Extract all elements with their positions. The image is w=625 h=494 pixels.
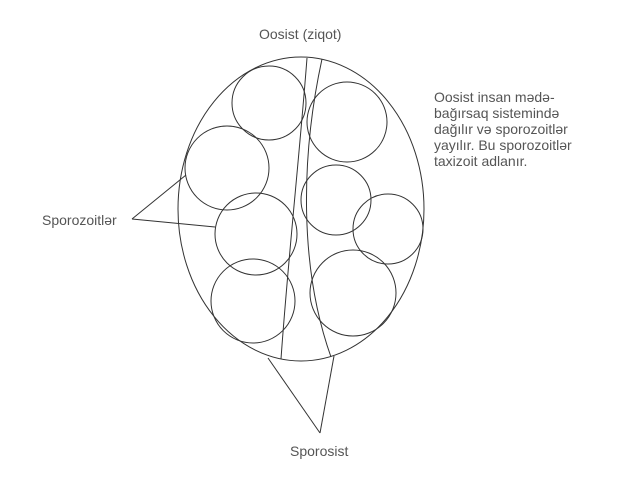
sporozoite-pointer [131,174,187,220]
sporozoite [184,125,270,211]
sporocyst-wall-right [305,58,332,358]
sporozoite [214,192,298,276]
description-note: Oosist insan mədə- bağırsaq sistemində d… [434,89,614,169]
sporocyst-label: Sporosist [290,443,349,459]
sporozoite [306,81,388,163]
sporocyst-wall-left [280,57,308,360]
oocyst-label: Oosist (ziqot) [259,26,342,42]
note-line: dağılır və sporozoitlər [434,121,568,137]
note-line: bağırsaq sistemində [434,105,560,121]
sporozoite [309,249,397,337]
note-line: yayılır. Bu sporozoitlər [434,137,572,153]
note-line: Oosist insan mədə- [434,89,555,105]
note-line: taxizoit adlanır. [434,153,528,169]
sporozoites-label: Sporozoitlər [42,212,117,228]
oocyst-wall [177,56,425,362]
sporozoite [352,193,424,265]
sporozoite [300,164,372,236]
sporozoite [231,65,307,141]
sporozoite-pointer [131,218,216,228]
sporozoite [210,258,296,344]
sporocyst-pointer [267,357,321,434]
sporocyst-pointer [319,355,335,434]
